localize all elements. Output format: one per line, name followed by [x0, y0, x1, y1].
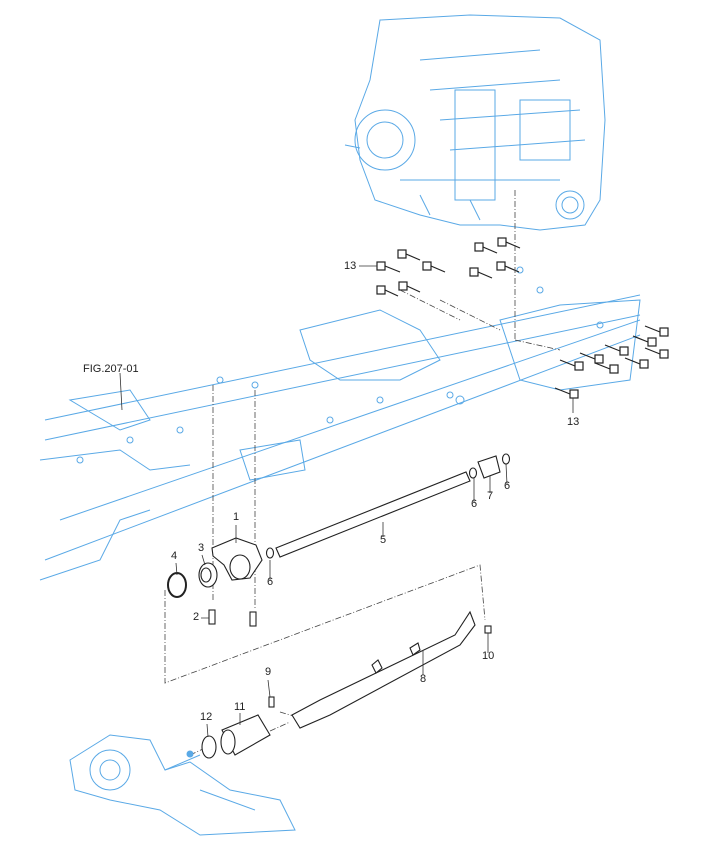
- callout-13: 13: [344, 260, 357, 272]
- callout-8: 8: [420, 673, 427, 685]
- callout-13: 13: [567, 416, 580, 428]
- bolt-10: [484, 625, 492, 634]
- callout-5: 5: [380, 534, 387, 546]
- o-ring-6: [265, 547, 275, 559]
- sleeve-7: [477, 455, 501, 479]
- callout-4: 4: [171, 550, 178, 562]
- callout-11: 11: [234, 701, 246, 713]
- leader-lines: [119, 265, 574, 738]
- bolt-9: [268, 696, 275, 708]
- vehicle-frame: [39, 266, 641, 581]
- parts: [167, 453, 511, 759]
- transmission-assembly: [344, 14, 606, 231]
- callout-9: 9: [265, 666, 272, 678]
- callout-6: 6: [471, 498, 478, 510]
- bracket-ring: [229, 554, 251, 580]
- bolt-2: [208, 609, 216, 625]
- rear-axle: [69, 734, 296, 836]
- clamp-12: [201, 735, 217, 759]
- snap-ring: [167, 572, 187, 598]
- callout-6: 6: [267, 576, 274, 588]
- callout-3: 3: [198, 542, 205, 554]
- bolts-13: [376, 237, 669, 399]
- figure-reference-label[interactable]: FIG.207-01: [83, 363, 139, 375]
- callout-6: 6: [504, 480, 511, 492]
- callout-7: 7: [487, 490, 494, 502]
- shaft-5: [275, 471, 471, 558]
- callout-1: 1: [233, 511, 240, 523]
- callout-2: 2: [193, 611, 200, 623]
- guide-lines: [164, 190, 561, 756]
- propeller-shaft-8: [291, 610, 476, 729]
- callout-10: 10: [482, 650, 495, 662]
- callout-12: 12: [200, 711, 213, 723]
